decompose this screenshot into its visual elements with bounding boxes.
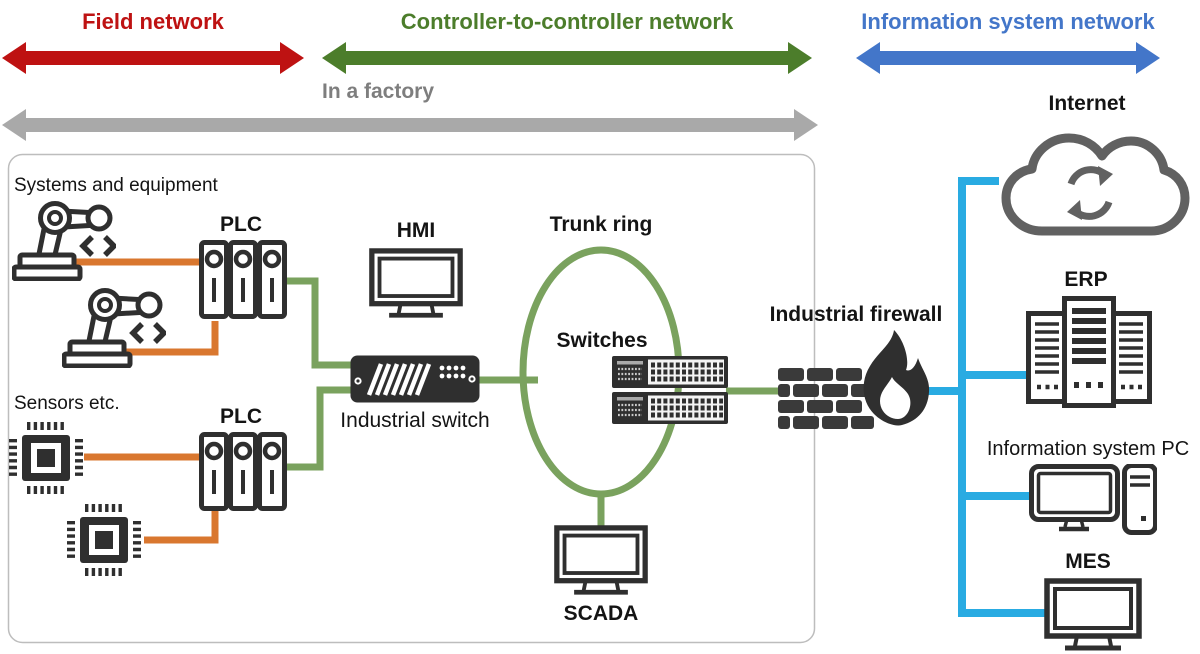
sensor-chip-icon (67, 504, 141, 576)
firewall-icon (778, 330, 930, 429)
field-network-label: Field network (82, 9, 224, 34)
rack-switches-icon (612, 356, 728, 424)
industrial-switch-icon (350, 355, 480, 403)
hmi-monitor-icon (369, 248, 463, 318)
in-a-factory-arrow (2, 109, 818, 141)
switches-label: Switches (556, 329, 648, 352)
mes-monitor-icon (1044, 578, 1142, 651)
refresh-arrows-icon (1067, 166, 1113, 220)
robot-arm-icon (62, 288, 166, 368)
information-network-label: Information system network (861, 9, 1155, 34)
scada-label: SCADA (563, 602, 639, 625)
robot-arm-icon (12, 201, 116, 281)
plc-icon (199, 432, 287, 511)
brick-wall (778, 368, 874, 429)
systems-equipment-label: Systems and equipment (14, 175, 218, 196)
field-network-arrow (2, 42, 304, 74)
industrial-firewall-label: Industrial firewall (769, 303, 943, 326)
hmi-label: HMI (396, 219, 436, 242)
erp-label: ERP (1064, 268, 1108, 291)
controller-network-arrow (322, 42, 812, 74)
controller-network-label: Controller-to-controller network (400, 9, 734, 34)
flame (863, 330, 930, 426)
information-system-pc-icon (1029, 464, 1157, 535)
plc-icon (199, 240, 287, 319)
trunk-ring-label: Trunk ring (549, 213, 653, 236)
internet-label: Internet (1048, 92, 1126, 115)
sensors-label: Sensors etc. (14, 393, 120, 414)
plc-bottom-label: PLC (220, 405, 262, 428)
scada-monitor-icon (554, 525, 648, 595)
erp-servers-icon (1026, 296, 1152, 408)
info-pc-label: Information system PC (986, 438, 1190, 460)
in-a-factory-label: In a factory (322, 80, 435, 103)
information-network-arrow (856, 42, 1160, 74)
factory-boundary-box (7, 153, 816, 644)
mes-label: MES (1065, 550, 1111, 573)
field-link-lines (64, 258, 219, 544)
info-link-lines (928, 177, 1046, 617)
plc-top-label: PLC (220, 213, 262, 236)
industrial-switch-label: Industrial switch (340, 409, 490, 432)
internet-cloud-icon (1001, 133, 1190, 236)
sensor-chip-icon (9, 422, 83, 494)
